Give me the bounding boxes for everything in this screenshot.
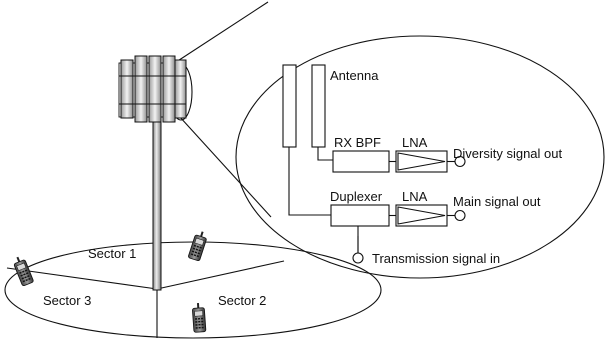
tower-pole [152,117,162,291]
lna-top-label: LNA [402,135,428,150]
duplexer-box [330,204,390,227]
main-output-terminal [454,209,466,222]
mobile-phone-icon [191,302,207,333]
zoom-line-bottom [178,115,272,218]
diversity-signal-out-label: Diversity signal out [453,146,562,161]
transmission-input-terminal [352,252,364,264]
antenna-tower-icon [118,55,187,291]
wire-main-antenna [288,147,331,216]
mobile-phone-icon [187,229,209,262]
antenna-label: Antenna [330,68,379,83]
zoom-line-top [169,1,269,67]
transmission-signal-in-label: Transmission signal in [372,251,500,266]
main-signal-out-label: Main signal out [453,194,541,209]
mobile-phone-icon [11,254,35,287]
duplexer-label: Duplexer [330,189,383,204]
zoom-callout [169,1,605,279]
sector-boundary-west [6,267,158,290]
rx-bpf-box [332,150,390,173]
diversity-antenna-element [311,64,326,148]
sector-3-label: Sector 3 [43,293,91,308]
sector-2-label: Sector 2 [218,293,266,308]
main-antenna-element [282,64,297,148]
rx-bpf-label: RX BPF [334,135,381,150]
zoom-detail-ellipse [235,35,605,279]
lna-bottom-amplifier-symbol [397,206,446,225]
lna-top-amplifier-symbol [397,152,446,171]
sector-1-label: Sector 1 [88,246,136,261]
wire-diversity-antenna [317,147,333,161]
antenna-panels [118,55,187,123]
diversity-output-terminal [454,155,466,168]
lna-bottom-label: LNA [402,189,428,204]
rf-front-end-circuit [282,64,466,264]
sector-boundary-east [156,260,285,290]
